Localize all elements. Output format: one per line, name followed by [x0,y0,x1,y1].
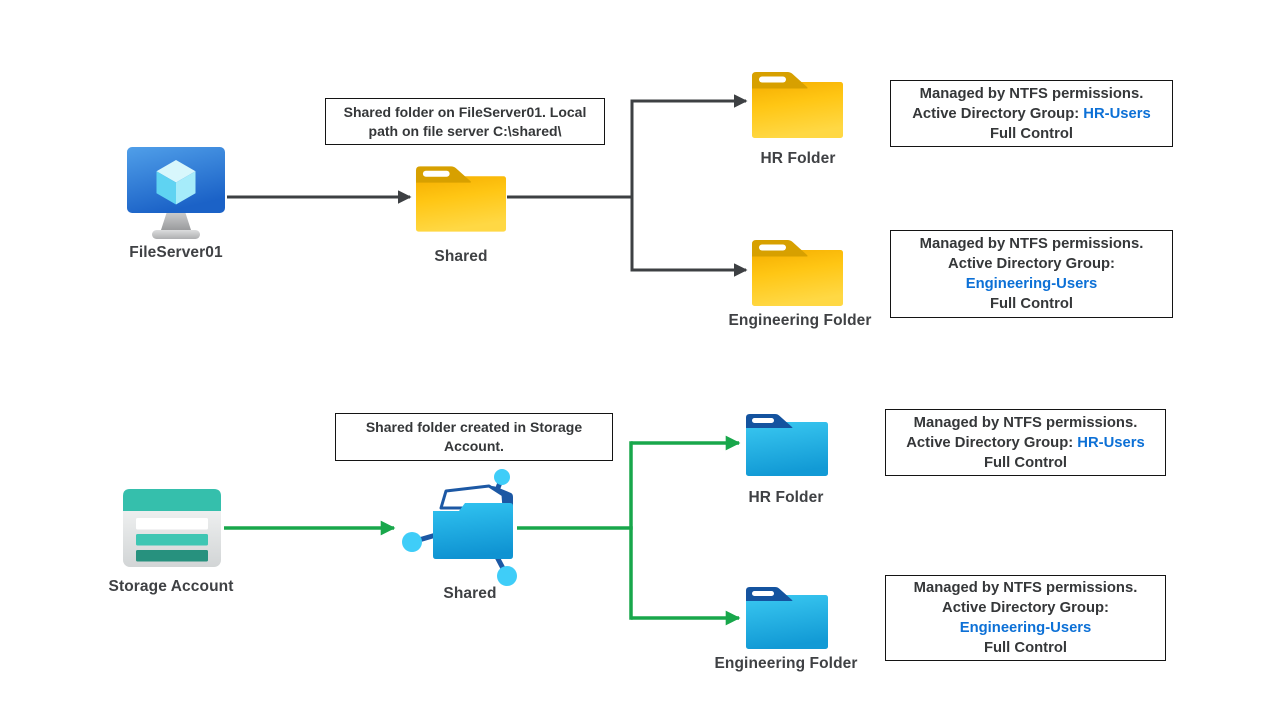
perm-group-line: Active Directory Group: HR-Users [906,434,1145,451]
hr-permissions-box-top: Managed by NTFS permissions. Active Dire… [890,80,1173,147]
ad-group-link: HR-Users [1077,434,1145,451]
hr-folder-label-top: HR Folder [760,150,836,167]
cube-icon [156,160,196,205]
perm-group-line: Active Directory Group: [942,600,1109,616]
shared-folder-label-bottom: Shared [443,585,497,602]
fileserver-label: FileServer01 [129,244,223,261]
top-connectors [227,94,748,277]
shared-folder-icon-top [415,166,507,232]
engineering-folder-icon-top [752,240,843,306]
fileserver-note-box: Shared folder on FileServer01. Local pat… [325,98,605,145]
storage-note-text: Shared folder created in Storage Account… [365,419,583,454]
hr-folder-label-bottom: HR Folder [748,489,824,506]
monitor-base [152,230,200,239]
engineering-permissions-box-bottom: Managed by NTFS permissions. Active Dire… [885,575,1166,661]
hr-permissions-box-bottom: Managed by NTFS permissions. Active Dire… [885,409,1166,476]
perm-group-line: Active Directory Group: HR-Users [912,105,1151,122]
bottom-connectors [224,435,741,626]
shared-folder-label-top: Shared [434,248,488,265]
perm-group-line: Active Directory Group: [948,256,1115,272]
hr-folder-icon-bottom [746,414,828,476]
perm-access-line: Full Control [989,125,1073,142]
perm-access-line: Full Control [989,296,1073,312]
storage-account-icon [123,489,221,567]
storage-account-label: Storage Account [108,578,234,595]
perm-managed-line: Managed by NTFS permissions. [919,236,1144,252]
fileserver-monitor-icon [127,147,225,239]
ad-group-link: HR-Users [1083,105,1151,122]
engineering-folder-icon-bottom [746,587,828,649]
perm-access-line: Full Control [983,640,1067,656]
hr-folder-icon-top [752,72,843,138]
perm-access-line: Full Control [983,454,1067,471]
monitor-stand [161,213,191,230]
perm-managed-line: Managed by NTFS permissions. [913,414,1138,431]
perm-managed-line: Managed by NTFS permissions. [913,580,1138,596]
storage-note-box: Shared folder created in Storage Account… [335,413,613,461]
file-share-icon [402,469,517,586]
engineering-folder-label-top: Engineering Folder [728,312,872,329]
engineering-permissions-box-top: Managed by NTFS permissions. Active Dire… [890,230,1173,318]
ad-group-link: Engineering-Users [965,276,1098,292]
network-nodes [402,469,517,586]
engineering-folder-label-bottom: Engineering Folder [714,655,858,672]
fileserver-note-text: Shared folder on FileServer01. Local pat… [343,103,587,139]
ad-group-link: Engineering-Users [959,620,1092,636]
perm-managed-line: Managed by NTFS permissions. [919,85,1144,102]
folder-front [433,503,513,559]
